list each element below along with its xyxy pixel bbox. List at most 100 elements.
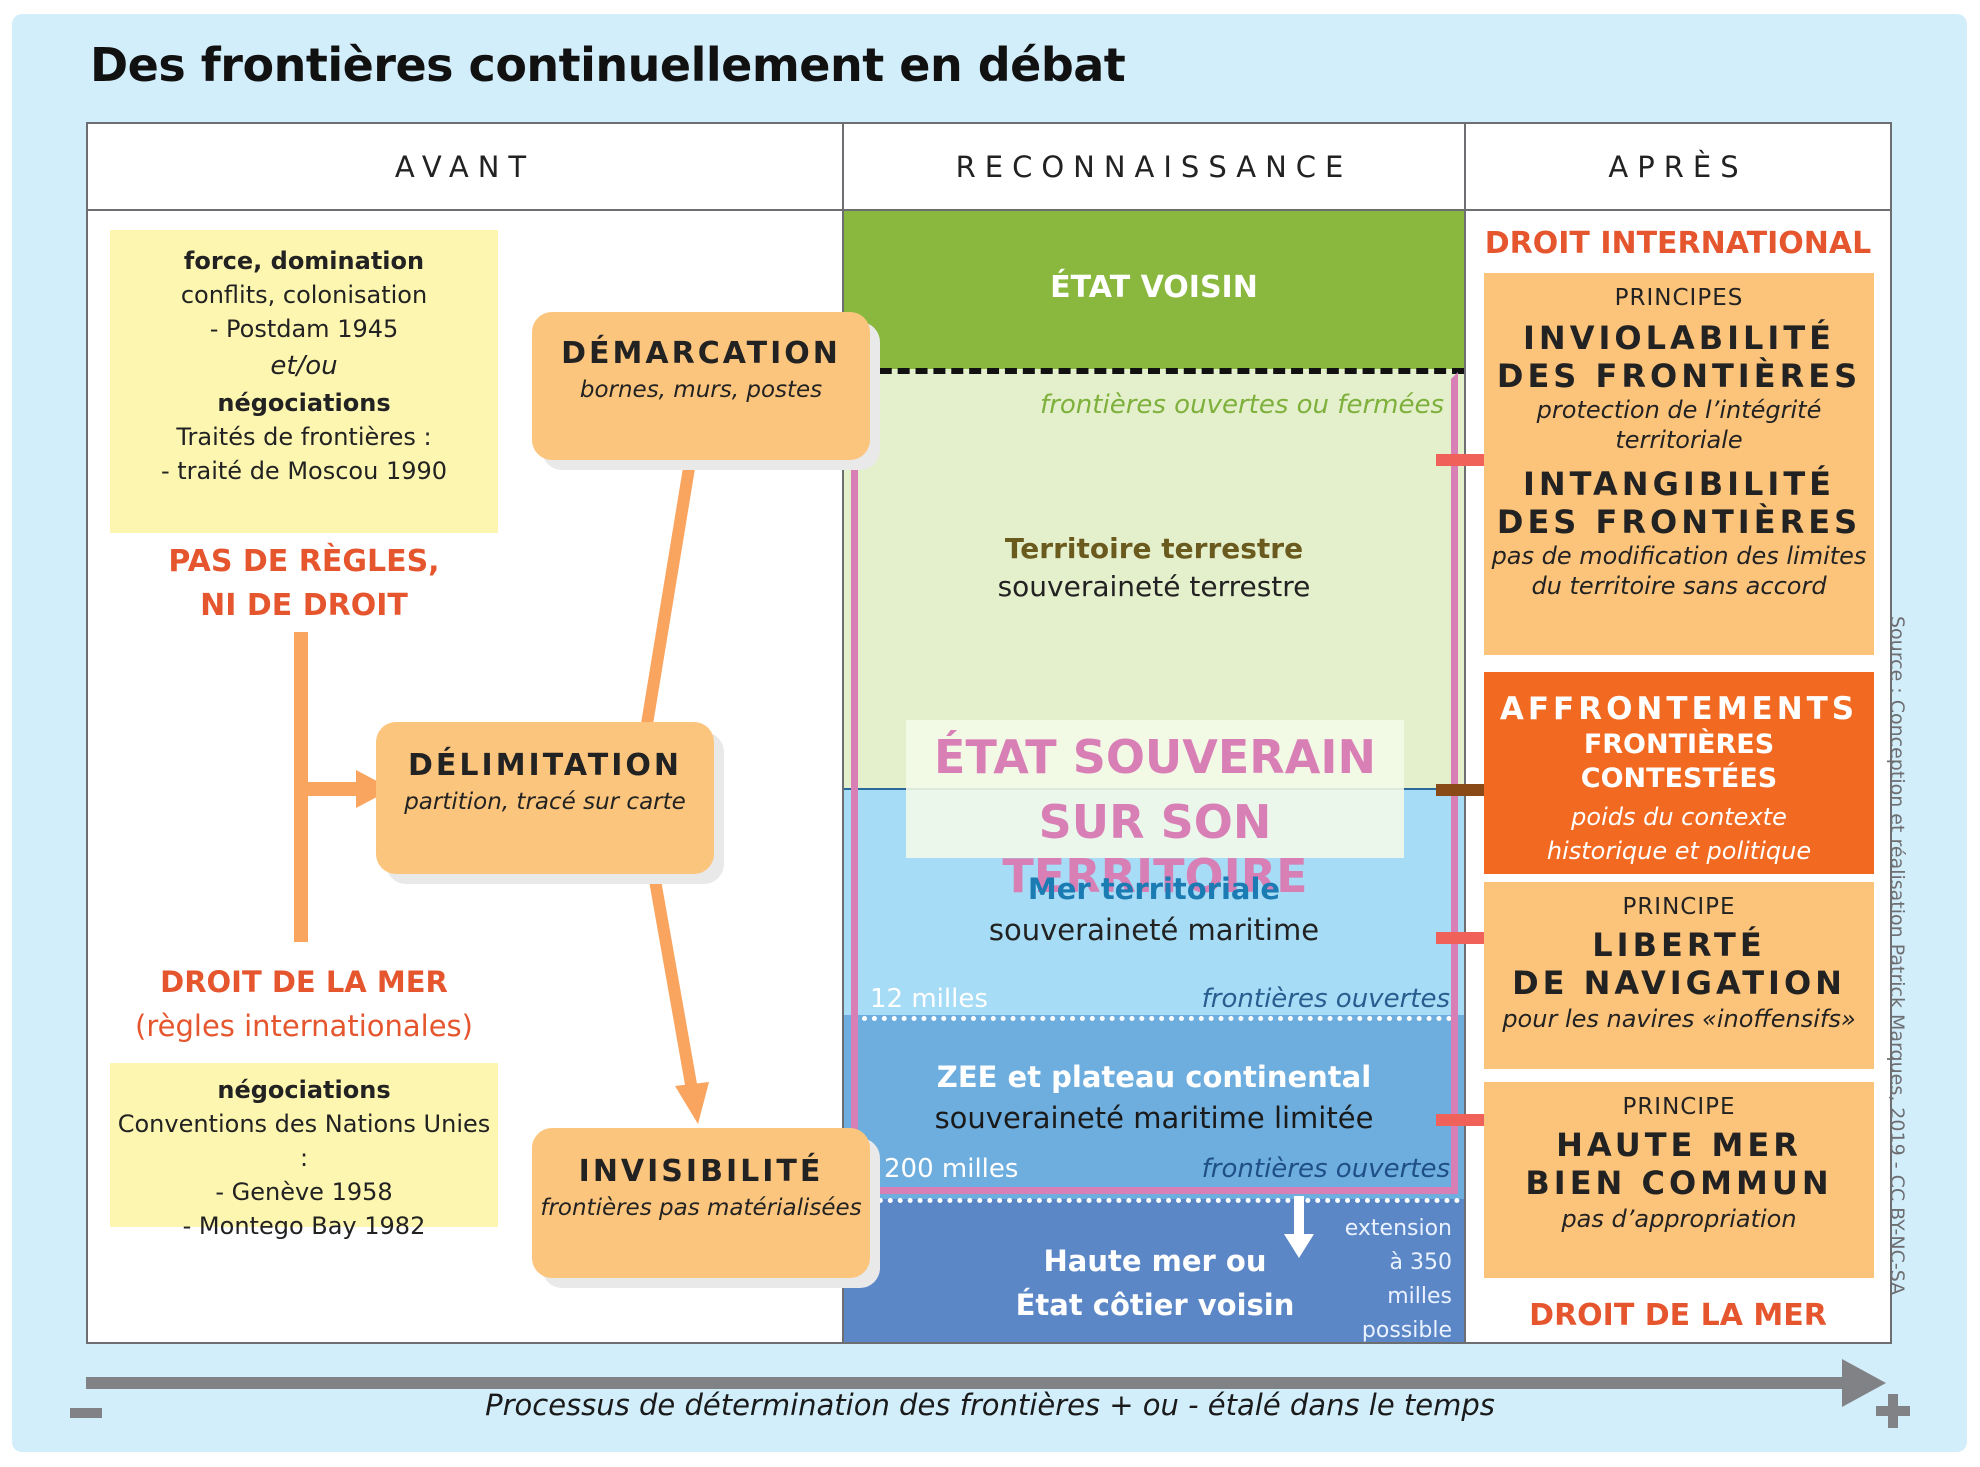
droit-de-la-mer-avant-line2: (règles internationales) [135, 1009, 473, 1043]
horizontal-connector [294, 782, 358, 796]
conventions-label: Conventions des Nations Unies : [117, 1110, 491, 1172]
intangibilite-desc2: du territoire sans accord [1531, 572, 1827, 600]
limit-200-milles-line [848, 1198, 1460, 1203]
etat-voisin-label: ÉTAT VOISIN [1050, 270, 1258, 305]
invisibilite-arrowhead-icon [675, 1082, 709, 1124]
source-credit: Source : Conception et réalisation Patri… [1886, 616, 1908, 1296]
negociations-label: négociations [217, 389, 391, 417]
intangibilite-desc1: pas de modification des limites [1491, 542, 1867, 570]
frontieres-ouvertes-fermees-label: frontières ouvertes ou fermées [1040, 390, 1444, 420]
arrow-to-invisibilite [644, 850, 698, 1092]
frontieres-ouvertes-label-2: frontières ouvertes [1201, 1154, 1450, 1184]
liberte-line1: LIBERTÉ [1592, 926, 1766, 964]
haute-mer-bien-commun-box: PRINCIPE HAUTE MER BIEN COMMUN pas d’app… [1484, 1082, 1874, 1278]
affrontements-desc1: poids du contexte [1571, 803, 1787, 831]
affrontements-box: AFFRONTEMENTS FRONTIÈRES CONTESTÉES poid… [1484, 672, 1874, 874]
liberte-line2: DE NAVIGATION [1512, 964, 1846, 1002]
extension-line2: à 350 milles [1387, 1250, 1452, 1309]
conventions-box: négociations Conventions des Nations Uni… [110, 1063, 498, 1240]
affrontements-title: AFFRONTEMENTS [1499, 691, 1859, 727]
haute-mer-line1: Haute mer ou [1043, 1244, 1267, 1278]
etat-souverain-line2: SUR SON TERRITOIRE [1002, 795, 1308, 903]
territoire-zone [844, 369, 1464, 789]
force-negociations-box: force, domination conflits, colonisation… [110, 230, 498, 533]
delimitation-subtitle: partition, tracé sur carte [404, 789, 686, 815]
haute-mer-principe-line2: BIEN COMMUN [1525, 1164, 1833, 1202]
extension-down-arrow-icon [1284, 1196, 1314, 1258]
frontieres-ouvertes-label-1: frontières ouvertes [1201, 984, 1450, 1014]
principe-label-2: PRINCIPE [1622, 1094, 1736, 1120]
souverainete-terrestre-label: souveraineté terrestre [997, 570, 1311, 603]
header-reconnaissance: RECONNAISSANCE [955, 150, 1353, 184]
negociations-bottom-label: négociations [217, 1076, 391, 1104]
zee-zone [844, 1015, 1464, 1199]
invisibilite-title: INVISIBILITÉ [578, 1154, 824, 1189]
etat-souverain-box [906, 720, 1404, 858]
et-ou-label: et/ou [270, 351, 338, 381]
column-divider-1 [842, 124, 844, 1342]
extension-note: extension à 350 milles possible [1318, 1212, 1452, 1348]
timeline-label: Processus de détermination des frontière… [485, 1388, 1495, 1422]
droit-de-la-mer-apres-label: DROIT DE LA MER [1529, 1298, 1827, 1333]
timeline-arrow-icon [86, 1359, 1886, 1407]
inviolabilite-line1: INVIOLABILITÉ [1523, 319, 1835, 357]
source-container: Source : Conception et réalisation Patri… [1886, 616, 1928, 1336]
montego-bay-label: - Montego Bay 1982 [182, 1212, 426, 1240]
milles-12-label: 12 milles [870, 984, 988, 1014]
principes-label: PRINCIPES [1614, 285, 1744, 311]
zee-title: ZEE et plateau continental [936, 1060, 1372, 1094]
delimitation-box: DÉLIMITATION partition, tracé sur carte [376, 722, 714, 874]
arrow-to-demarcation [641, 461, 696, 725]
page-title: Des frontières continuellement en débat [90, 38, 1126, 92]
plus-icon [1876, 1394, 1910, 1428]
affrontements-desc2: historique et politique [1546, 837, 1812, 865]
etat-souverain-line1: ÉTAT SOUVERAIN [934, 730, 1376, 784]
mer-territoriale-title: Mer territoriale [1027, 872, 1281, 906]
droit-de-la-mer-avant: DROIT DE LA MER (règles internationales) [110, 960, 498, 1048]
geneve-label: - Genève 1958 [215, 1178, 393, 1206]
delimitation-title: DÉLIMITATION [408, 748, 682, 783]
inviolabilite-line2: DES FRONTIÈRES [1496, 357, 1862, 395]
postdam-label: - Postdam 1945 [209, 315, 399, 343]
frontieres-contestees-label: FRONTIÈRES CONTESTÉES [1580, 729, 1778, 794]
zee-subtitle: souveraineté maritime limitée [934, 1101, 1374, 1135]
etat-voisin-zone [844, 211, 1464, 369]
sovereignty-outline [851, 372, 1458, 1194]
liberte-navigation-box: PRINCIPE LIBERTÉ DE NAVIGATION pour les … [1484, 882, 1874, 1069]
intangibilite-line1: INTANGIBILITÉ [1522, 465, 1836, 503]
inviolabilite-desc1: protection de l’intégrité [1536, 396, 1822, 424]
limit-12-milles-line [862, 1016, 1452, 1021]
land-border-dashed-line [844, 368, 1464, 374]
pas-de-regles-line2: NI DE DROIT [200, 588, 408, 623]
principe-label-1: PRINCIPE [1622, 894, 1736, 920]
conflits-label: conflits, colonisation [180, 281, 428, 309]
souverainete-maritime-label: souveraineté maritime [988, 913, 1320, 947]
extension-line1: extension [1344, 1216, 1452, 1241]
header-avant: AVANT [394, 150, 536, 184]
principes-box: PRINCIPES INVIOLABILITÉ DES FRONTIÈRES p… [1484, 273, 1874, 655]
delimitation-arrowhead-icon [356, 770, 392, 808]
pas-de-regles-line1: PAS DE RÈGLES, [168, 544, 440, 579]
haute-mer-principe-desc: pas d’appropriation [1561, 1205, 1797, 1233]
extension-line3: possible [1361, 1318, 1452, 1343]
traite-moscou-label: - traité de Moscou 1990 [160, 457, 448, 485]
traites-label: Traités de frontières : [176, 423, 432, 451]
haute-mer-principe-line1: HAUTE MER [1556, 1126, 1802, 1164]
invisibilite-subtitle: frontières pas matérialisées [540, 1195, 862, 1221]
demarcation-box: DÉMARCATION bornes, murs, postes [532, 312, 870, 460]
invisibilite-box: INVISIBILITÉ frontières pas matérialisée… [532, 1128, 870, 1278]
haute-mer-zone [844, 1199, 1464, 1342]
liberte-desc: pour les navires «inoffensifs» [1502, 1005, 1856, 1033]
droit-international-label: DROIT INTERNATIONAL [1484, 226, 1872, 261]
demarcation-subtitle: bornes, murs, postes [579, 377, 823, 403]
demarcation-title: DÉMARCATION [561, 336, 841, 371]
milles-200-label: 200 milles [884, 1154, 1019, 1184]
minus-icon [70, 1408, 102, 1418]
droit-de-la-mer-avant-line1: DROIT DE LA MER [160, 965, 448, 999]
header-divider [88, 209, 1890, 211]
force-domination-label: force, domination [183, 247, 425, 275]
header-apres: APRÈS [1608, 150, 1748, 184]
pas-de-regles-label: PAS DE RÈGLES, NI DE DROIT [110, 540, 498, 628]
